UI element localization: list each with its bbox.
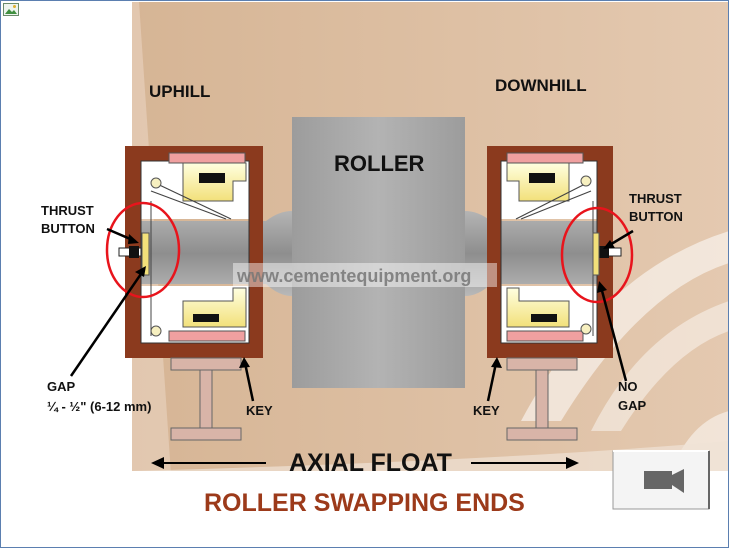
- uphill-bearing-housing: [118, 146, 263, 441]
- thrust-button-left-label-line1: THRUST: [41, 203, 94, 218]
- thrust-button-right-label-line1: THRUST: [629, 191, 682, 206]
- image-icon: [3, 3, 19, 16]
- no-gap-label-line1: NO: [618, 379, 638, 394]
- roller-label: ROLLER: [334, 151, 425, 176]
- key-right-label: KEY: [473, 403, 500, 418]
- thrust-button-left-label-line2: BUTTON: [41, 221, 95, 236]
- pointer-arrows: [69, 227, 634, 402]
- axial-float-arrow: [151, 457, 579, 469]
- watermark-text: www.cementequipment.org: [236, 266, 471, 286]
- downhill-bearing-housing: [487, 146, 622, 441]
- downhill-no-gap-highlight: [560, 206, 634, 304]
- roller-body: [292, 117, 465, 388]
- no-gap-label-line2: GAP: [618, 398, 647, 413]
- thrust-button-right-label-line2: BUTTON: [629, 209, 683, 224]
- subtitle-label: ROLLER SWAPPING ENDS: [204, 489, 525, 517]
- video-camera-icon: [644, 469, 684, 493]
- uphill-gap-highlight: [105, 201, 181, 299]
- gap-size-label: ¼ - ½" (6-12 mm): [47, 399, 151, 414]
- key-left-label: KEY: [246, 403, 273, 418]
- axial-float-label: AXIAL FLOAT: [289, 449, 452, 477]
- watermark-band: [233, 263, 497, 287]
- gap-label: GAP: [47, 379, 76, 394]
- video-button[interactable]: [612, 450, 710, 510]
- uphill-label: UPHILL: [149, 82, 210, 101]
- downhill-label: DOWNHILL: [495, 76, 587, 95]
